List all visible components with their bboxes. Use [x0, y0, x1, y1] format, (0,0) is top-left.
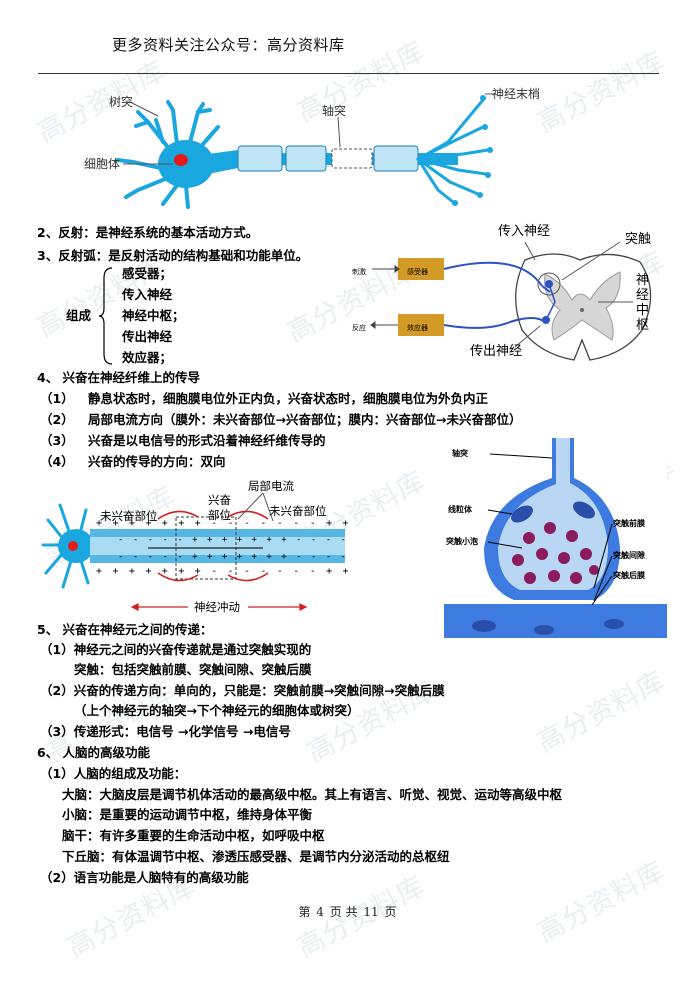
excited-part-label-2: 部位 [208, 508, 231, 522]
page-footer: 第 4 页 共 11 页 [0, 903, 695, 920]
impulse-label: 神经冲动 [194, 600, 240, 614]
synapse-axon-label: 轴突 [452, 449, 468, 458]
cerebellum-text: 小脑：是重要的运动调节中枢，维持身体平衡 [62, 807, 313, 822]
stimulus-label: 刺激 [352, 268, 366, 276]
receptor-box-label: 感受器 [407, 268, 428, 276]
effector-box-label: 效应器 [407, 324, 428, 332]
brainstem-text: 脑干：有许多重要的生命活动中枢，如呼吸中枢 [62, 828, 325, 843]
component-effector: 效应器； [122, 350, 173, 365]
response-label: 反应 [352, 324, 366, 332]
axon-label: 轴突 [322, 104, 347, 118]
hypothalamus-text: 下丘脑：有体温调节中枢、渗透压感受器、是调节内分泌活动的总枢纽 [62, 849, 450, 864]
reflex-arc-figure [370, 241, 652, 361]
section4-item-text: 兴奋的传导的方向：双向 [88, 454, 226, 469]
section6-p2: （2）语言功能是人脑特有的高级功能 [40, 870, 249, 885]
watermark: 高分资料库 [532, 665, 671, 759]
cleft-label: 突触间隙 [613, 551, 645, 560]
section2-text: 2、反射：是神经系统的基本活动方式。 [37, 225, 259, 240]
header-title: 更多资料关注公众号：高分资料库 [112, 36, 345, 54]
afferent-label: 传入神经 [498, 224, 551, 239]
watermark: 高分资料库 [532, 45, 671, 139]
section3-text: 3、反射弧：是反射活动的结构基础和功能单位。 [37, 248, 309, 263]
svg-text:+ + + + + + + - - - - - - - +: + + + + + + + - - - - - - - + + + + + + [96, 518, 348, 529]
component-receptor: 感受器； [122, 266, 173, 281]
section4-item-text: 兴奋是以电信号的形式沿着神经纤维传导的 [88, 433, 326, 448]
cell-body-label: 细胞体 [84, 157, 121, 171]
section4-item-text: 静息状态时，细胞膜电位外正内负，兴奋状态时，细胞膜电位为外负内正 [88, 391, 489, 406]
efferent-nerve [443, 317, 546, 329]
watermark: 高分资料库 [532, 855, 671, 949]
svg-text:+ + + + + + + - - - - - - - +: + + + + + + + - - - - - - - + + + + + + [96, 566, 348, 577]
total-pages: 11 [363, 905, 379, 919]
component-afferent: 传入神经 [122, 287, 173, 302]
section4-item-num: （2） [40, 412, 74, 427]
section4-item-num: （3） [40, 433, 74, 448]
post-membrane-label: 突触后膜 [613, 571, 645, 580]
nucleus [174, 154, 188, 166]
section5-p1: （1）神经元之间的兴奋传递就是通过突触实现的 [40, 642, 312, 657]
section5-p2b: （上个神经元的轴突→下个神经元的细胞体或树突） [74, 703, 360, 718]
dendrite-label: 树突 [109, 95, 134, 109]
efferent-label: 传出神经 [470, 344, 523, 359]
section6-title: 6、 人脑的高级功能 [37, 745, 151, 760]
section4-item-num: （4） [40, 454, 74, 469]
footer-mid: 页 共 [329, 905, 358, 919]
section4-title: 4、 兴奋在神经纤维上的传导 [37, 370, 201, 385]
excited-part-label-1: 兴奋 [208, 493, 231, 507]
afferent-nerve [443, 261, 543, 287]
svg-text:- - - - - + + + + + + + - - -: - - - - - + + + + + + + - - - - - [118, 535, 348, 545]
section5-title: 5、 兴奋在神经元之间的传递： [37, 622, 213, 637]
neuron-figure [116, 93, 494, 209]
pre-membrane-label: 突触前膜 [613, 519, 645, 528]
section5-p3: （3）传递形式：电信号 →化学信号 →电信号 [40, 724, 291, 739]
component-efferent: 传出神经 [122, 329, 173, 344]
impulse-figure: + + + + + + + - - - - - - - + + + + + + … [41, 492, 348, 611]
footer-suffix: 页 [384, 905, 397, 919]
center-label: 神经中枢 [636, 273, 650, 333]
section4-item-num: （1） [40, 391, 74, 406]
cerebrum-text: 大脑：大脑皮层是调节机体活动的最高级中枢。其上有语言、听觉、视觉、运动等高级中枢 [62, 787, 563, 802]
header-divider [38, 73, 659, 74]
section6-p1: （1）人脑的组成及功能： [40, 766, 187, 781]
mitochondria-label: 线粒体 [448, 505, 472, 514]
unexcited-right-label: 未兴奋部位 [269, 504, 327, 518]
section4-item-text: 局部电流方向（膜外：未兴奋部位→兴奋部位；膜内：兴奋部位→未兴奋部位） [88, 412, 522, 427]
section5-p1b: 突触：包括突触前膜、突触间隙、突触后膜 [74, 662, 312, 677]
effector-box [398, 314, 444, 336]
impulse-arrow [130, 603, 308, 611]
footer-prefix: 第 [298, 905, 311, 919]
receptor-box [398, 258, 444, 280]
synapse-figure [444, 438, 667, 638]
nerve-ending-label: 神经末梢 [492, 87, 541, 101]
composition-label: 组成 [66, 308, 92, 323]
unexcited-left-label: 未兴奋部位 [100, 509, 158, 523]
component-center: 神经中枢； [122, 308, 185, 323]
section5-p2: （2）兴奋的传递方向：单向的，只能是：突触前膜→突触间隙→突触后膜 [40, 683, 445, 698]
svg-text:- - - - - + + + + + + + - - -: - - - - - + + + + + + + - - - - - [118, 552, 348, 562]
local-current-label: 局部电流 [248, 479, 294, 493]
synapse-label: 突触 [625, 232, 652, 247]
vesicle-label: 突触小泡 [446, 537, 478, 546]
brace [98, 267, 113, 365]
page-number: 4 [316, 905, 324, 919]
